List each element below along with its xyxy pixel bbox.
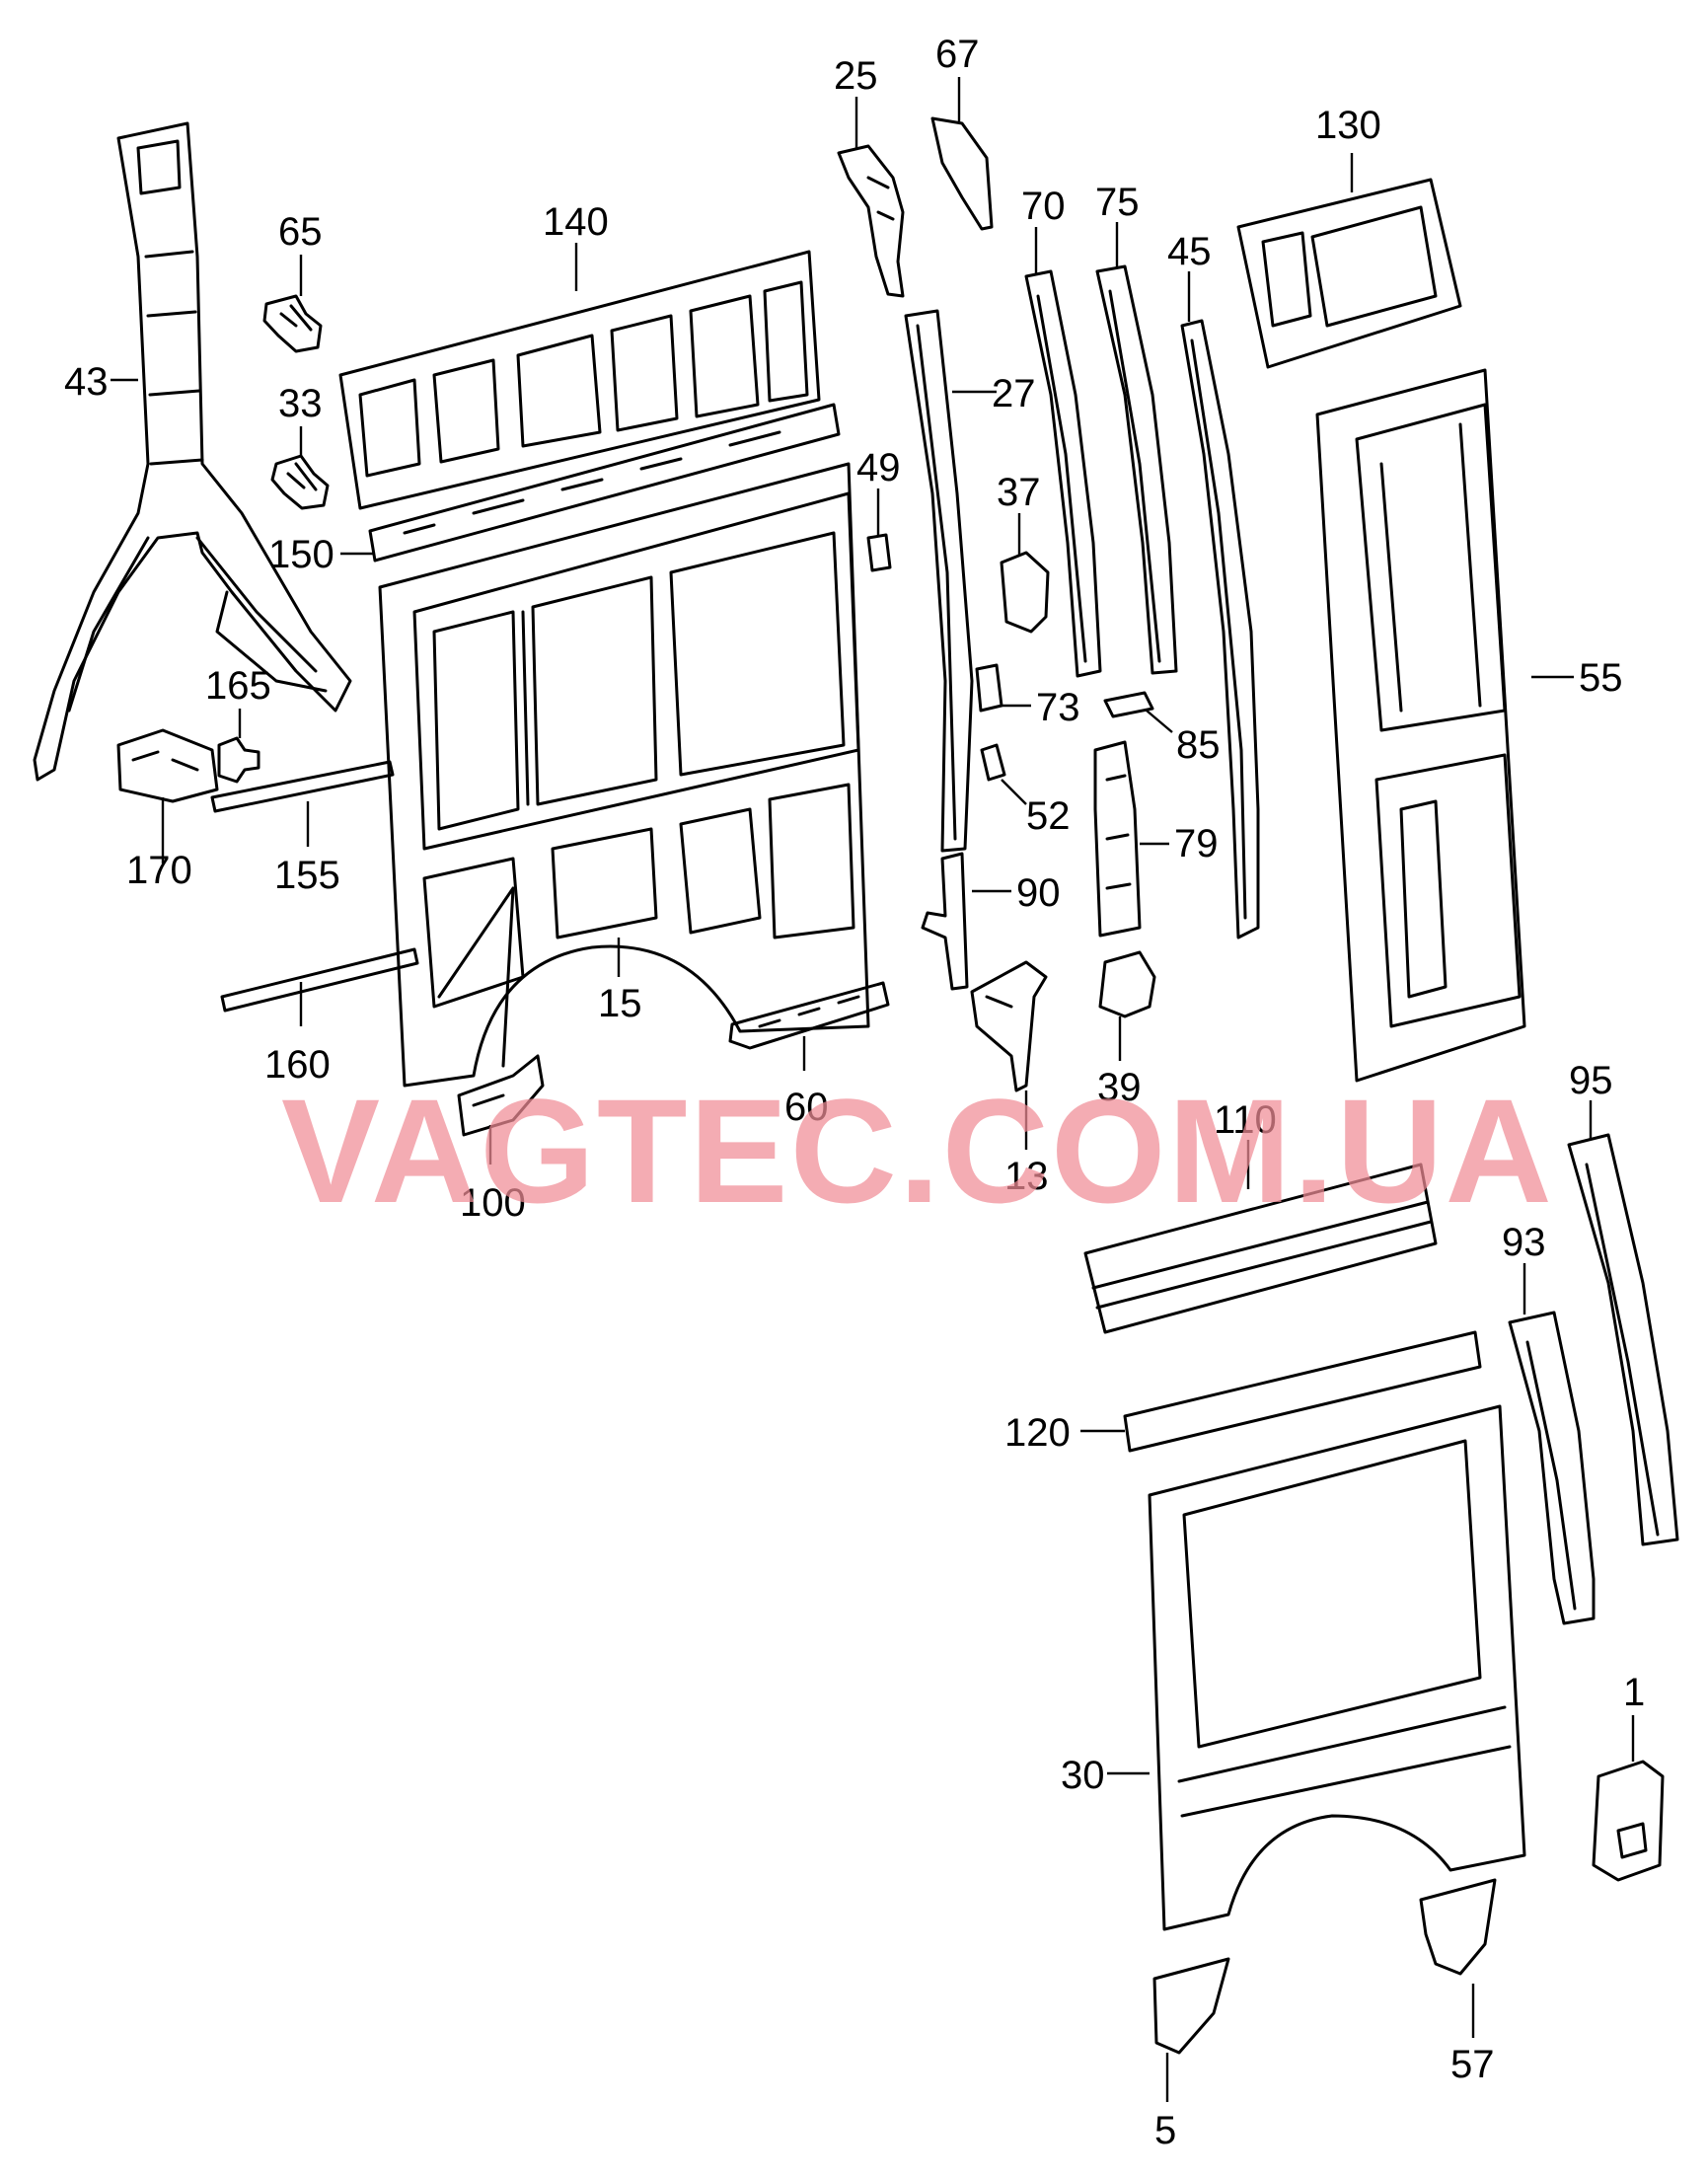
part-79-bracket[interactable] — [1093, 740, 1142, 938]
part-57-bracket[interactable] — [1419, 1878, 1497, 1976]
part-100-bracket[interactable] — [457, 1054, 545, 1137]
part-27-strip[interactable] — [904, 309, 974, 853]
part-49-clip[interactable] — [866, 533, 892, 572]
part-120-rail[interactable] — [1123, 1330, 1482, 1453]
callout-160[interactable]: 160 — [264, 1043, 331, 1087]
callout-155[interactable]: 155 — [274, 854, 340, 897]
callout-150[interactable]: 150 — [268, 533, 334, 576]
callout-120[interactable]: 120 — [1004, 1411, 1071, 1455]
callout-55[interactable]: 55 — [1579, 656, 1623, 700]
part-13-bracket[interactable] — [970, 960, 1048, 1092]
part-110-panel[interactable] — [1083, 1163, 1438, 1334]
part-60-sill[interactable] — [728, 981, 890, 1050]
callout-57[interactable]: 57 — [1450, 2043, 1495, 2086]
callout-95[interactable]: 95 — [1569, 1059, 1613, 1102]
part-45-pillar-strip[interactable] — [1180, 319, 1260, 939]
watermark: VAGTEC.COM.UA — [281, 1068, 1554, 1234]
callout-140[interactable]: 140 — [543, 200, 609, 244]
callout-5[interactable]: 5 — [1154, 2109, 1176, 2152]
part-155-strip[interactable] — [210, 760, 395, 813]
callout-79[interactable]: 79 — [1174, 822, 1219, 865]
callout-numbers: 43 65 33 140 150 165 170 155 160 15 100 … — [64, 33, 1645, 2152]
callout-67[interactable]: 67 — [935, 33, 980, 76]
part-25-bracket[interactable] — [837, 144, 905, 298]
leader-lines — [111, 77, 1635, 2102]
part-93-pillar-strip[interactable] — [1508, 1311, 1596, 1625]
callout-65[interactable]: 65 — [278, 210, 323, 254]
part-55-panel[interactable] — [1315, 368, 1526, 1083]
callout-52[interactable]: 52 — [1026, 794, 1071, 838]
callout-15[interactable]: 15 — [598, 982, 642, 1025]
part-140-roof-frame[interactable] — [338, 250, 821, 510]
callout-13[interactable]: 13 — [1004, 1155, 1049, 1198]
part-73-clip[interactable] — [975, 663, 1003, 713]
part-5-bracket[interactable] — [1152, 1957, 1230, 2055]
part-37-clip[interactable] — [1000, 551, 1050, 634]
callout-90[interactable]: 90 — [1016, 871, 1061, 915]
callout-33[interactable]: 33 — [278, 382, 323, 425]
callout-75[interactable]: 75 — [1095, 181, 1140, 224]
callout-30[interactable]: 30 — [1061, 1754, 1105, 1797]
part-39-bracket[interactable] — [1098, 950, 1156, 1018]
callout-43[interactable]: 43 — [64, 360, 109, 404]
part-43-pillar[interactable] — [33, 121, 352, 782]
part-67-bracket[interactable] — [930, 116, 994, 231]
part-65-clip[interactable] — [262, 294, 323, 353]
part-30-body-panel[interactable] — [1148, 1404, 1526, 1931]
callout-49[interactable]: 49 — [856, 446, 901, 489]
callout-60[interactable]: 60 — [784, 1086, 829, 1129]
part-170-bracket[interactable] — [116, 728, 219, 803]
callout-93[interactable]: 93 — [1502, 1221, 1546, 1264]
callout-27[interactable]: 27 — [992, 372, 1036, 415]
callout-73[interactable]: 73 — [1036, 686, 1080, 729]
part-95-pillar-strip[interactable] — [1567, 1133, 1679, 1546]
part-150-rail[interactable] — [368, 403, 841, 563]
callout-110[interactable]: 110 — [1214, 1098, 1277, 1142]
callout-70[interactable]: 70 — [1021, 185, 1066, 228]
part-130-panel[interactable] — [1236, 178, 1462, 369]
part-33-clip[interactable] — [270, 454, 330, 510]
callout-165[interactable]: 165 — [205, 664, 271, 708]
part-160-strip[interactable] — [220, 947, 419, 1013]
callout-100[interactable]: 100 — [460, 1181, 526, 1225]
part-1-bracket[interactable] — [1592, 1760, 1665, 1882]
part-165-pin[interactable] — [217, 736, 260, 784]
callout-1[interactable]: 1 — [1623, 1671, 1645, 1714]
callout-25[interactable]: 25 — [834, 54, 878, 98]
part-70-pillar-strip[interactable] — [1024, 269, 1102, 678]
callout-39[interactable]: 39 — [1097, 1066, 1142, 1109]
callout-85[interactable]: 85 — [1176, 723, 1221, 767]
callout-45[interactable]: 45 — [1167, 230, 1212, 273]
part-52-clip[interactable] — [980, 743, 1006, 782]
callout-37[interactable]: 37 — [997, 471, 1041, 514]
callout-130[interactable]: 130 — [1315, 104, 1381, 147]
part-75-pillar-strip[interactable] — [1095, 264, 1178, 675]
part-90-bracket[interactable] — [921, 852, 969, 991]
part-15-side-panel[interactable] — [378, 462, 870, 1088]
callout-170[interactable]: 170 — [126, 849, 192, 892]
part-85-clip[interactable] — [1103, 691, 1154, 718]
